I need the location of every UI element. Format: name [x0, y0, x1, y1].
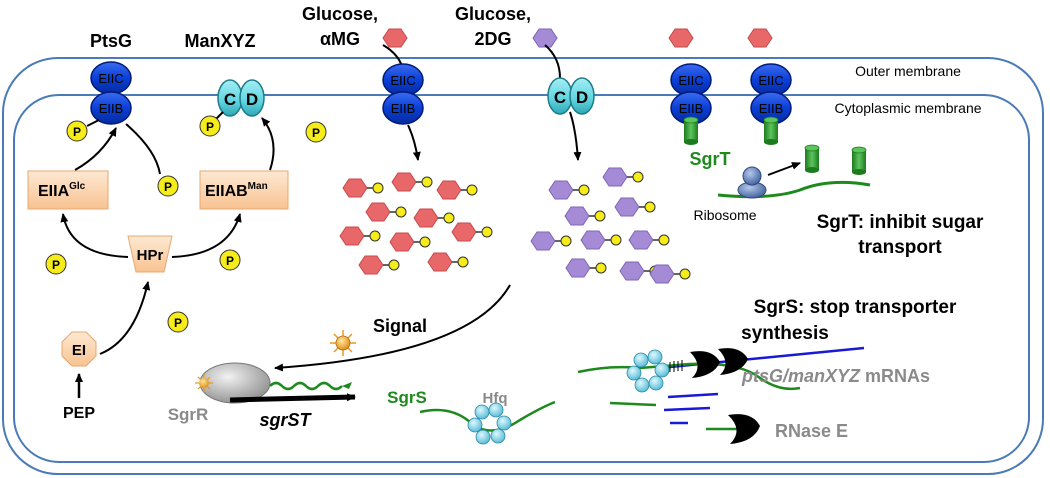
sgrt-peptide-1 — [804, 144, 820, 173]
sgrs-description-line2: synthesis — [741, 323, 829, 344]
svg-text:EIIB: EIIB — [759, 101, 784, 116]
2dg-outside — [532, 28, 558, 48]
eiiab-man-box: EIIABMan — [199, 170, 289, 210]
sgrt-label: SgrT — [689, 149, 730, 169]
mrna-fragment-3 — [663, 406, 711, 412]
hfq-label: Hfq — [483, 390, 508, 407]
sgrt-description-line1: SgrT: inhibit sugar — [817, 212, 984, 233]
glucose-outside-2 — [668, 28, 694, 48]
glucose-amg-label-line1: Glucose, — [302, 4, 378, 24]
signal-label: Signal — [373, 316, 427, 336]
svg-text:P: P — [312, 126, 320, 140]
blocked-transporter-2: EIIC EIIB — [750, 63, 792, 145]
ptsg-label: PtsG — [90, 31, 132, 51]
glucose-2dg-label-line1: Glucose, — [455, 4, 531, 24]
outer-membrane-shape — [2, 57, 1044, 475]
manxyz-label: ManXYZ — [184, 31, 255, 51]
ptsg-transporter: EIIC EIIB — [90, 61, 132, 125]
hfq-complex — [467, 402, 512, 445]
sgrst-gene — [229, 393, 356, 403]
glucose-outside-3 — [747, 28, 773, 48]
svg-text:HPr: HPr — [137, 247, 164, 264]
eiia-glc-box: EIIAGlc — [27, 170, 109, 210]
outer-membrane-label: Outer membrane — [855, 63, 961, 79]
signal-molecule-icon — [330, 330, 356, 356]
glucose-outside — [382, 28, 408, 48]
eiib-label: EIIB — [99, 101, 124, 116]
glucose-amg-label-line2: αMG — [320, 29, 360, 49]
sgrr-label: SgrR — [168, 405, 209, 424]
svg-text:EIIC: EIIC — [390, 73, 415, 88]
svg-text:EI: EI — [72, 342, 86, 359]
svg-text:EIIB: EIIB — [679, 101, 704, 116]
svg-text:EIIC: EIIC — [758, 73, 783, 88]
svg-text:D: D — [246, 90, 258, 109]
hpr-protein: HPr — [127, 235, 173, 273]
sgrst-label: sgrST — [259, 410, 312, 430]
svg-text:P: P — [174, 316, 182, 330]
ribosome-label: Ribosome — [693, 207, 756, 223]
svg-text:C: C — [224, 90, 236, 109]
phosphate-eiiab: P — [305, 121, 327, 143]
phosphate-eiia: P — [157, 175, 179, 197]
svg-text:C: C — [554, 88, 566, 107]
ribosome — [737, 166, 767, 199]
phosphate-hpr-right: P — [219, 249, 241, 271]
glucose-6p-cluster — [339, 172, 493, 275]
svg-text:P: P — [226, 254, 234, 268]
svg-text:P: P — [164, 180, 172, 194]
sgrr-bound-signal-icon — [195, 374, 213, 392]
sgrs-transcript-wave — [269, 381, 343, 391]
sgrs-description-line1: SgrS: stop transporter — [754, 297, 957, 318]
blocked-transporter-1: EIIC EIIB — [670, 63, 712, 145]
phosphate-ei: P — [167, 311, 189, 333]
phosphate-ptsg: P — [66, 120, 88, 142]
ei-protein: EI — [61, 331, 97, 367]
cytoplasmic-membrane-shape — [13, 94, 1030, 463]
rnase-e-icon — [728, 414, 760, 444]
mrna-fragment-1 — [667, 392, 719, 399]
mrna-fragment-2 — [609, 401, 657, 407]
sgrs-label: SgrS — [387, 388, 427, 407]
svg-text:P: P — [206, 120, 214, 134]
manxyz-transporter: C D — [217, 79, 265, 117]
svg-text:D: D — [576, 88, 588, 107]
rnase-e-icon-2 — [718, 348, 748, 375]
glucose-2dg-label-line2: 2DG — [474, 29, 511, 49]
svg-text:EIIAGlc: EIIAGlc — [38, 181, 86, 200]
pep-label: PEP — [63, 405, 95, 422]
svg-text:EIIC: EIIC — [678, 73, 703, 88]
glucose-transporter: EIIC EIIB — [382, 63, 424, 125]
rnase-e-icon-1 — [690, 351, 720, 378]
phosphate-hpr-left: P — [45, 253, 67, 275]
svg-text:P: P — [52, 258, 60, 272]
sgrs-rna — [419, 400, 556, 432]
svg-text:EIIABMan: EIIABMan — [205, 181, 268, 200]
2dg-6p-cluster — [530, 167, 691, 284]
2dg-transporter: C D — [547, 77, 595, 115]
mrna-label: ptsG/manXYZ mRNAs — [741, 366, 930, 386]
rnase-e-label: RNase E — [775, 421, 848, 441]
cytoplasmic-membrane-label: Cytoplasmic membrane — [834, 100, 981, 116]
sgrt-description-line2: transport — [858, 237, 942, 258]
svg-text:EIIB: EIIB — [391, 101, 416, 116]
svg-text:P: P — [73, 125, 81, 139]
eiic-label: EIIC — [98, 71, 123, 86]
mrna-hfq-complex — [626, 349, 670, 393]
phosphate-manxyz: P — [199, 115, 221, 137]
sgrt-peptide-2 — [851, 146, 867, 175]
